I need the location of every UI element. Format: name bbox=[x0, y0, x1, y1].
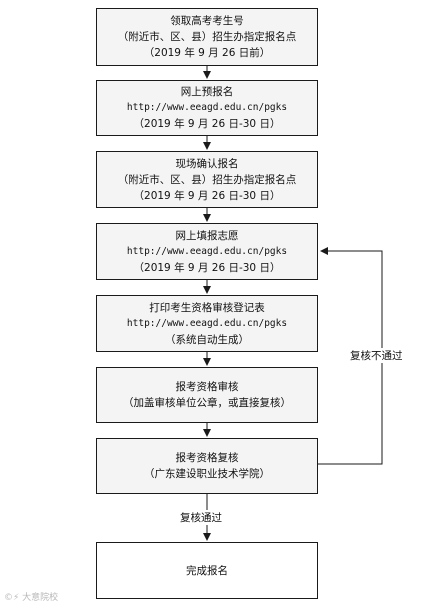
step-location: （附近市、区、县）招生办指定报名点 bbox=[117, 173, 297, 186]
step-onsite-confirmation: 现场确认报名 （附近市、区、县）招生办指定报名点 （2019 年 9 月 26 … bbox=[96, 151, 318, 208]
fail-label: 复核不通过 bbox=[350, 348, 403, 363]
step-online-pre-registration: 网上预报名 http://www.eeagd.edu.cn/pgks （2019… bbox=[96, 80, 318, 136]
step-note: （加盖审核单位公章，或直接复核） bbox=[123, 397, 291, 409]
step-registration-complete: 完成报名 bbox=[96, 542, 318, 599]
step-date: （2019 年 9 月 26 日-30 日） bbox=[133, 261, 281, 274]
step-title: 网上预报名 bbox=[180, 86, 234, 98]
pass-label: 复核通过 bbox=[180, 510, 222, 525]
step-title: 报考资格复核 bbox=[175, 452, 239, 464]
step-note: （广东建设职业技术学院） bbox=[144, 468, 270, 480]
step-title: 网上填报志愿 bbox=[175, 229, 239, 242]
step-get-exam-number: 领取高考考生号 （附近市、区、县）招生办指定报名点 （2019 年 9 月 26… bbox=[96, 8, 318, 66]
step-location: （附近市、区、县）招生办指定报名点 bbox=[117, 31, 297, 43]
step-date: （2019 年 9 月 26 日-30 日） bbox=[133, 189, 281, 202]
step-eligibility-recheck: 报考资格复核 （广东建设职业技术学院） bbox=[96, 438, 318, 494]
watermark: ©⚡ 大意院校 bbox=[4, 593, 59, 603]
step-title: 打印考生资格审核登记表 bbox=[149, 301, 265, 314]
step-title: 报考资格审核 bbox=[175, 381, 239, 393]
step-title: 完成报名 bbox=[186, 564, 228, 577]
step-print-review-form: 打印考生资格审核登记表 http://www.eeagd.edu.cn/pgks… bbox=[96, 295, 318, 352]
step-fill-preferences: 网上填报志愿 http://www.eeagd.edu.cn/pgks （201… bbox=[96, 223, 318, 280]
step-url: http://www.eeagd.edu.cn/pgks bbox=[126, 245, 288, 257]
step-date: （2019 年 9 月 26 日前） bbox=[143, 47, 271, 59]
step-title: 领取高考考生号 bbox=[170, 15, 244, 27]
step-url: http://www.eeagd.edu.cn/pgks bbox=[126, 317, 288, 329]
step-url: http://www.eeagd.edu.cn/pgks bbox=[126, 102, 288, 113]
step-note: （系统自动生成） bbox=[165, 333, 249, 346]
step-title: 现场确认报名 bbox=[175, 157, 239, 170]
step-eligibility-review: 报考资格审核 （加盖审核单位公章，或直接复核） bbox=[96, 367, 318, 423]
step-date: （2019 年 9 月 26 日-30 日） bbox=[133, 118, 281, 130]
